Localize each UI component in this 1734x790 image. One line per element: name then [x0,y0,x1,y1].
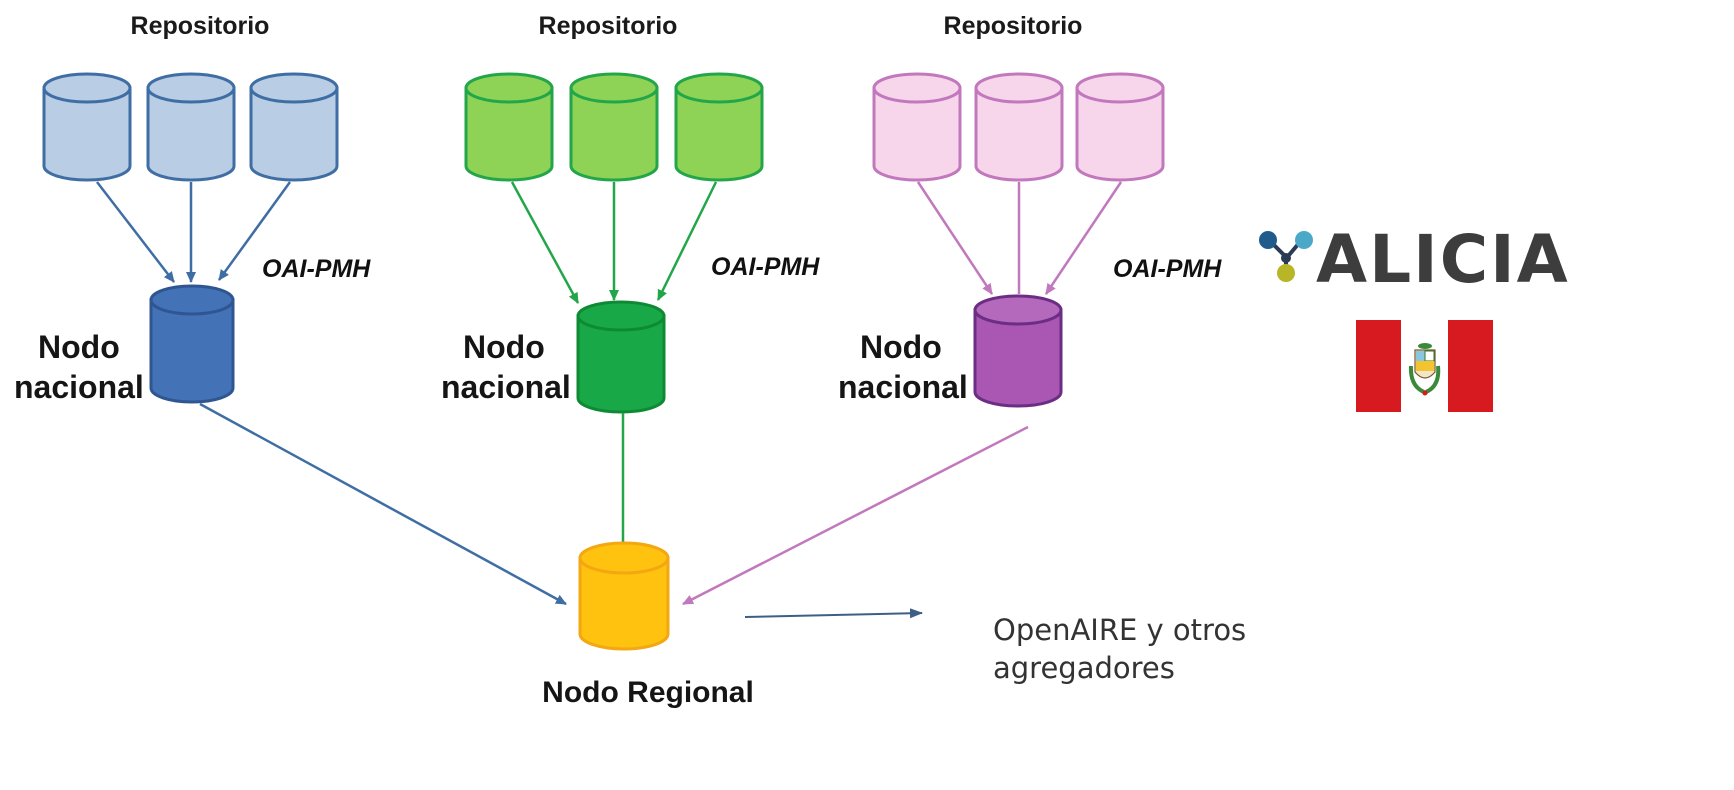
repository-label: Repositorio [944,12,1083,40]
protocol-label: OAI-PMH [1113,255,1222,283]
harvest-arrow [916,181,994,295]
aggregation-arrow [682,425,1029,606]
national-node-label: nacional [441,369,571,405]
repository-db-icon [146,72,236,182]
protocol-label: OAI-PMH [262,255,371,283]
repository-db-icon [674,72,764,182]
alicia-logo-text: ALICIA [1316,221,1570,298]
output-arrow [744,608,923,619]
group-blue: Repositorio OAI-PMH Nodo nacional [14,12,567,606]
output-label: OpenAIRE y otros [993,613,1246,647]
repository-label: Repositorio [539,12,678,40]
harvest-arrow [96,181,175,283]
national-node-db-icon [576,300,666,414]
coat-of-arms-icon [1408,343,1441,396]
peru-flag-icon [1356,320,1493,412]
repository-db-icon [1075,72,1165,182]
national-node-label: Nodo [463,329,545,365]
national-node-db-icon [149,284,235,404]
repository-label: Repositorio [131,12,270,40]
regional-node-db-icon [578,541,670,651]
national-node-label: Nodo [860,329,942,365]
output-label: agregadores [993,651,1175,685]
national-node-label: Nodo [38,329,120,365]
harvest-arrow [656,181,718,301]
repository-db-icon [464,72,554,182]
harvest-arrow [510,181,580,304]
repository-db-icon [974,72,1064,182]
national-node-label: nacional [838,369,968,405]
molecule-icon [1259,231,1313,282]
regional-node-label: Nodo Regional [542,676,754,709]
group-green: Repositorio OAI-PMH Nodo nacional [441,12,820,548]
national-node-label: nacional [14,369,144,405]
repository-db-icon [872,72,962,182]
repository-db-icon [569,72,659,182]
repository-db-icon [42,72,132,182]
aggregation-arrow [199,402,567,606]
protocol-label: OAI-PMH [711,253,820,281]
alicia-logo: ALICIA [1259,221,1570,298]
regional-node: Nodo Regional [542,541,754,709]
national-node-db-icon [973,294,1063,408]
harvest-arrow [1044,181,1123,295]
group-pink: Repositorio OAI-PMH Nodo nacional [682,12,1222,606]
harvest-arrow [217,181,292,281]
repository-db-icon [249,72,339,182]
